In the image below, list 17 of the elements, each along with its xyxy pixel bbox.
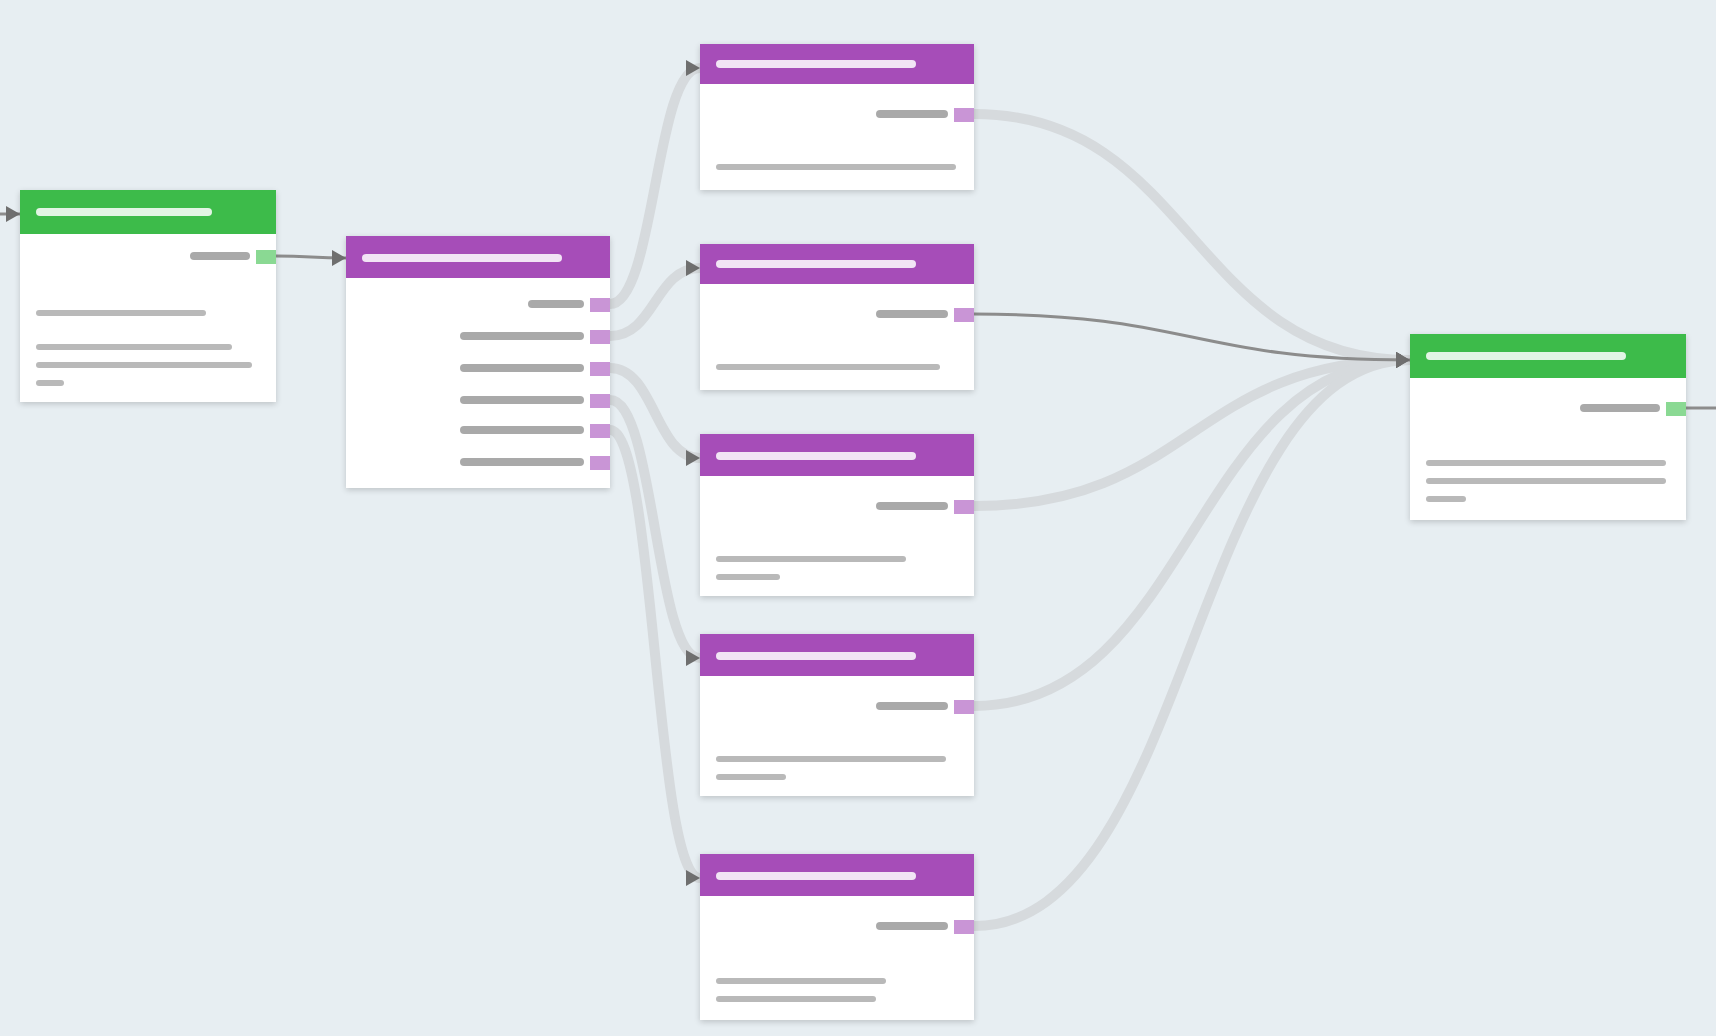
node-card [700, 434, 974, 596]
connector [609, 363, 701, 464]
connector [607, 395, 703, 663]
connector [607, 63, 703, 309]
node-card [346, 236, 610, 488]
node-card [700, 44, 974, 190]
node-card [700, 244, 974, 390]
connector [276, 249, 346, 266]
connector [0, 206, 20, 222]
node-card [1410, 334, 1686, 520]
node-card [700, 634, 974, 796]
connector [609, 261, 701, 341]
connector [973, 312, 1411, 368]
node-card [700, 854, 974, 1020]
node-card [20, 190, 276, 402]
connector [1686, 406, 1716, 410]
connector [606, 426, 704, 882]
